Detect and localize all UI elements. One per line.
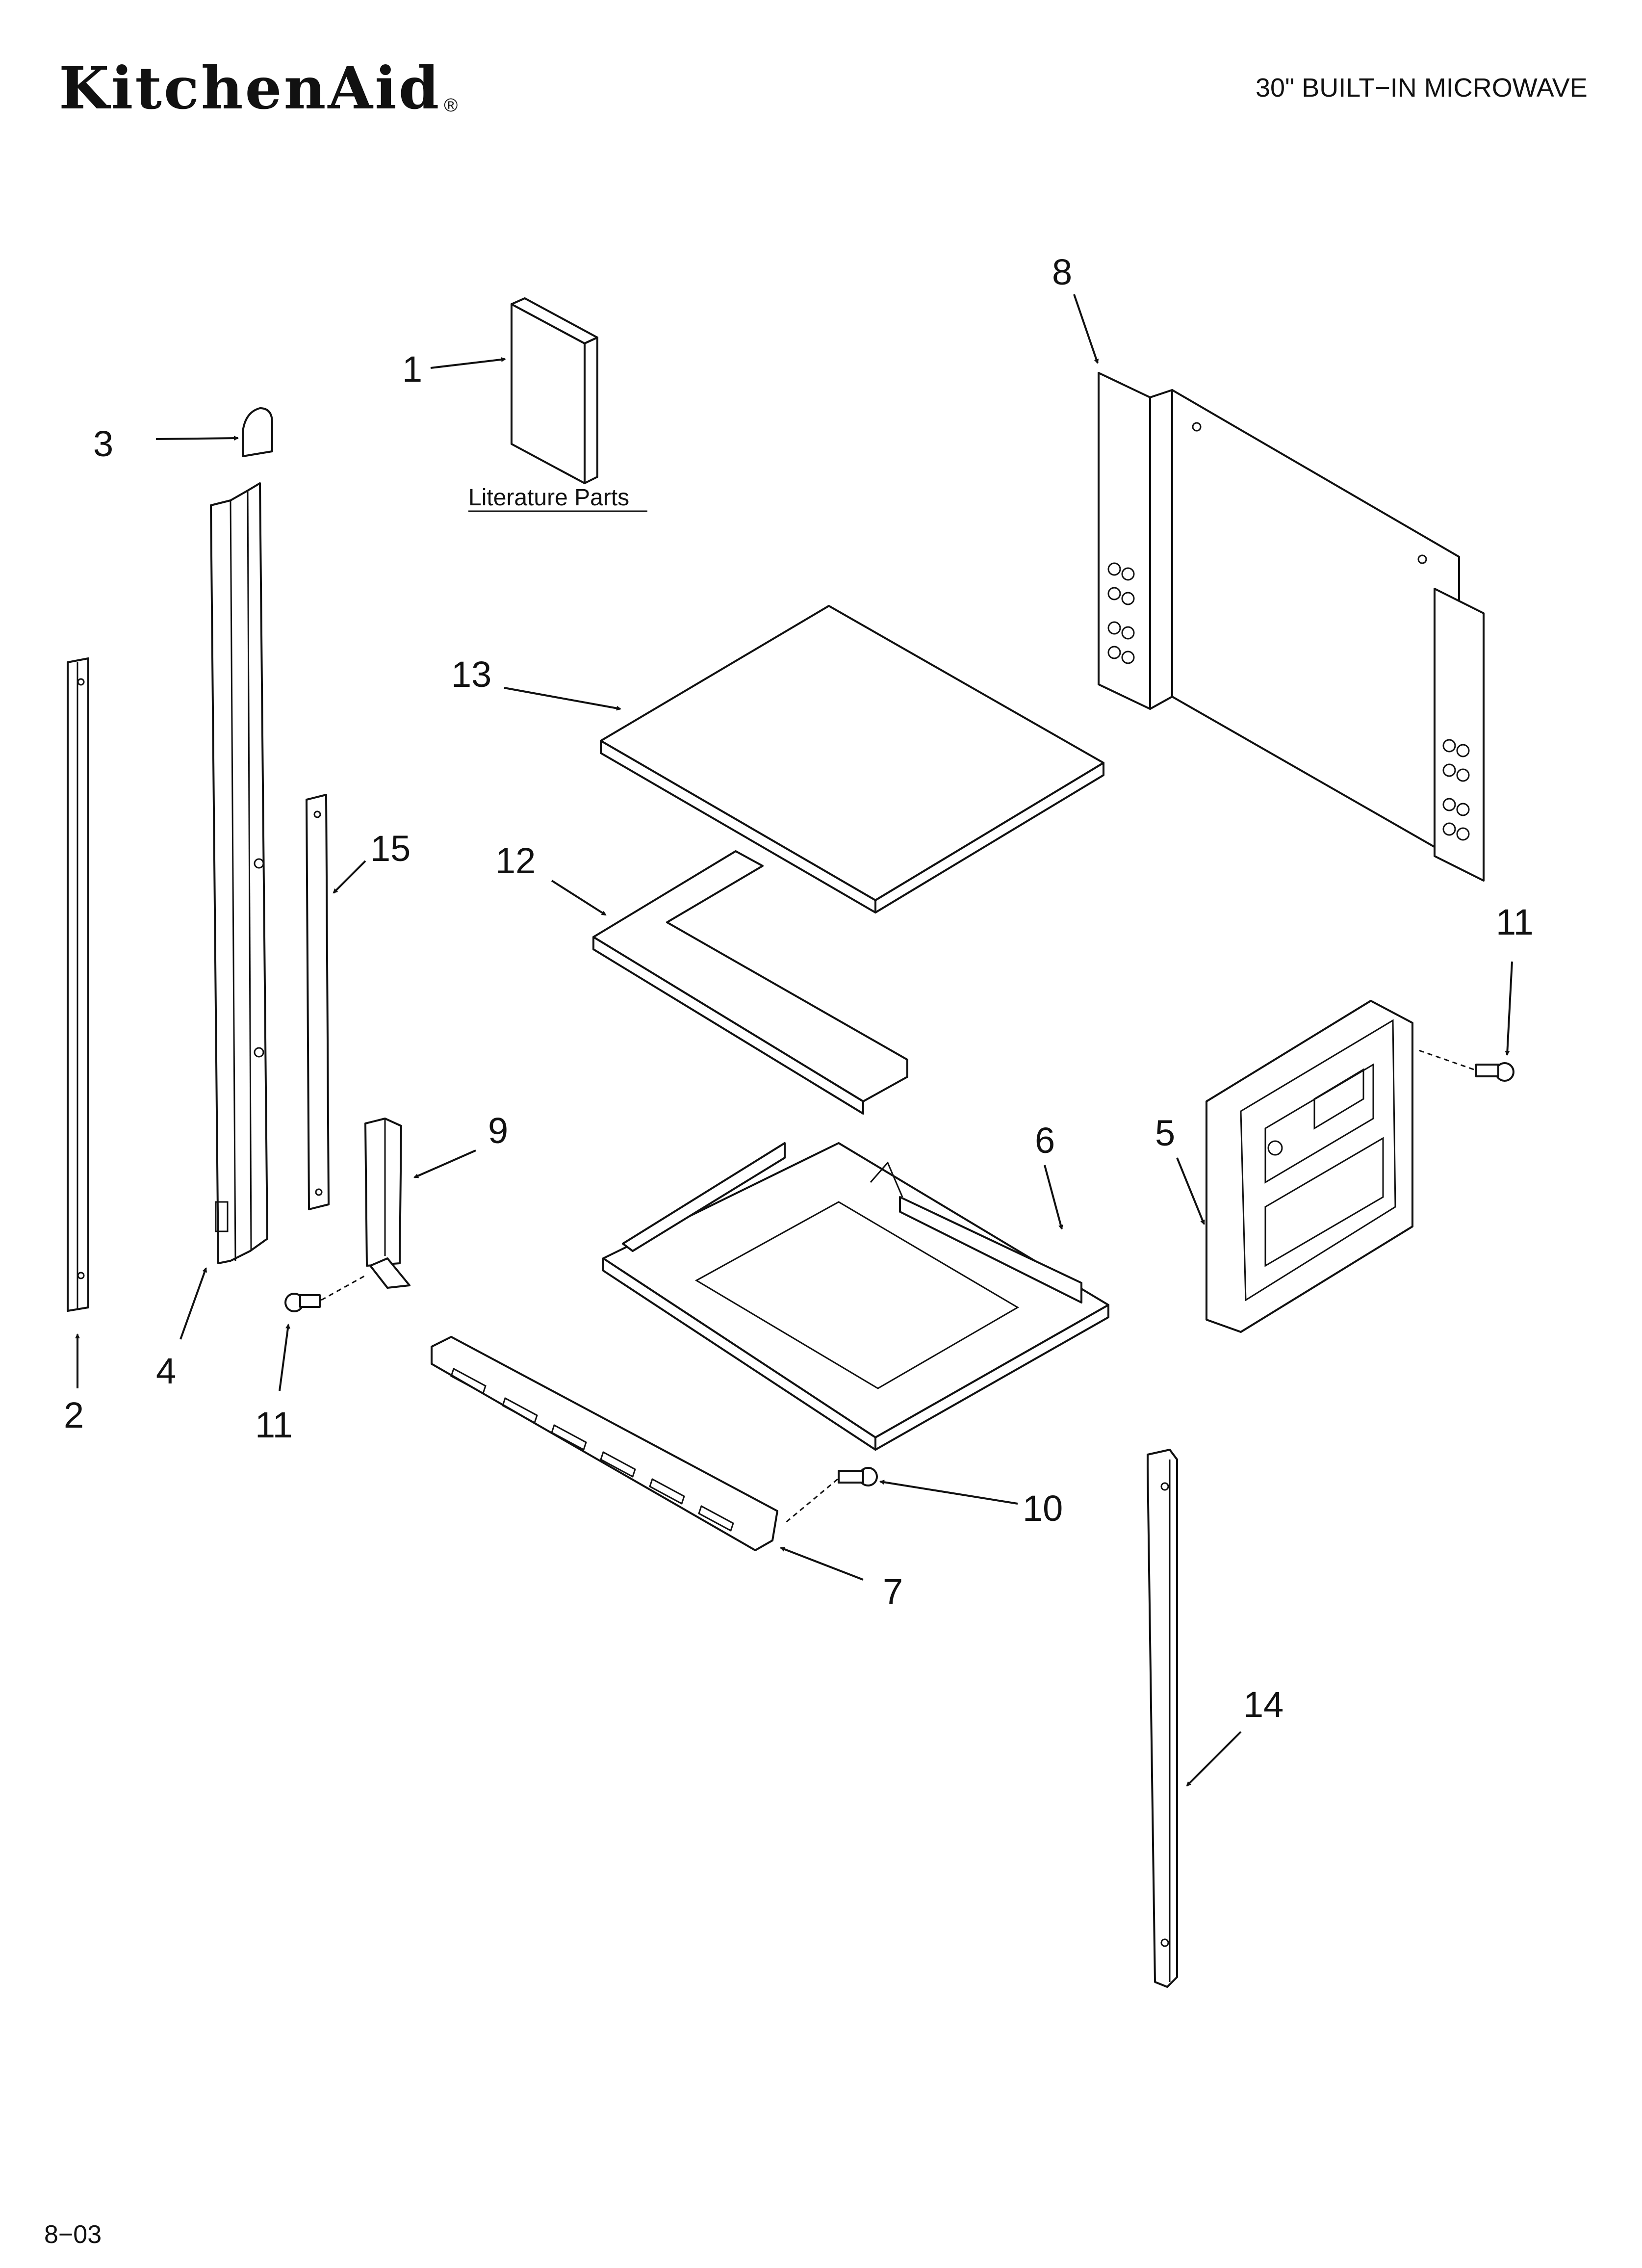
- callout-7: 7: [883, 1571, 903, 1612]
- part-screw-left: [284, 1275, 366, 1312]
- callout-13: 13: [451, 654, 491, 695]
- brand-name: KitchenAid: [59, 54, 441, 122]
- part-rear-panel: [1098, 372, 1485, 882]
- callout-6: 6: [1035, 1120, 1055, 1161]
- revision-code: 8−03: [44, 2220, 102, 2249]
- part-screw-10: [784, 1467, 878, 1524]
- registered-mark: ®: [444, 95, 460, 116]
- part-side-panel: [1206, 1000, 1413, 1333]
- model-title: 30" BUILT−IN MICROWAVE: [1256, 73, 1588, 103]
- callout-4: 4: [156, 1351, 176, 1391]
- part-bracket: [364, 1118, 410, 1289]
- callout-3: 3: [93, 423, 113, 464]
- callout-12: 12: [495, 840, 536, 881]
- part-vent-grille: [431, 1336, 778, 1551]
- part-tray: [602, 1142, 1109, 1451]
- callout-14: 14: [1243, 1684, 1283, 1725]
- literature-parts-label: Literature Parts: [468, 485, 629, 511]
- part-strip: [306, 794, 330, 1210]
- callout-15: 15: [370, 828, 410, 869]
- callout-1: 1: [402, 349, 422, 390]
- callout-11-right: 11: [1496, 902, 1534, 942]
- part-side-trim-tube: [67, 657, 89, 1312]
- part-l-spacer: [592, 850, 908, 1115]
- callout-2: 2: [64, 1395, 84, 1435]
- part-long-bracket: [1147, 1449, 1178, 1988]
- callout-10: 10: [1023, 1488, 1063, 1529]
- callout-8: 8: [1052, 252, 1072, 292]
- part-cap: [242, 407, 273, 457]
- kitchenaid-logo: KitchenAid®: [59, 54, 460, 122]
- part-literature-book: [511, 297, 598, 484]
- part-side-trim-long: [210, 482, 268, 1264]
- part-top-panel: [600, 605, 1104, 913]
- callout-9: 9: [488, 1110, 508, 1151]
- callout-5: 5: [1155, 1113, 1175, 1153]
- leader-lines: [75, 294, 1513, 1787]
- callout-11-left: 11: [255, 1405, 293, 1445]
- part-screw-right: [1417, 1049, 1514, 1082]
